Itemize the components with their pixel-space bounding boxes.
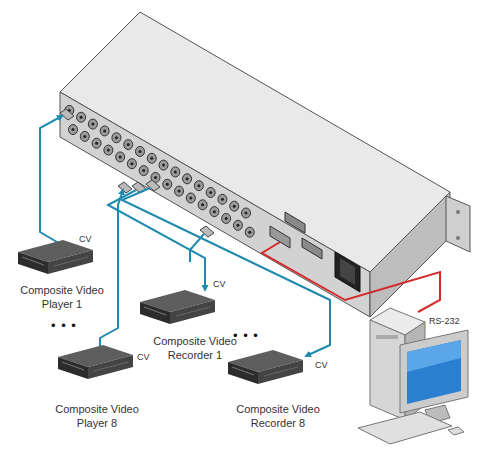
bnc-connector [175,186,184,196]
bnc-pin [178,190,181,193]
bnc-pin [201,203,204,206]
signal-label: CV [136,352,151,363]
bnc-connector [124,140,133,150]
bnc-pin [233,205,236,208]
bnc-pin [107,149,110,152]
device-name: Composite Video Recorder 8 [226,402,330,430]
bnc-pin [103,129,106,132]
bnc-connector [112,133,121,143]
device-caption: Composite Video Player 1 [18,283,106,311]
bnc-pin [130,162,133,165]
bnc-pin [150,157,153,160]
interface-label: RS-232 [428,316,461,327]
bnc-pin [197,184,200,187]
device-name: Composite Video Player 1 [18,283,106,311]
bnc-connector [245,227,254,237]
bnc-connector [222,213,231,223]
signal-label: CV [212,279,227,290]
bnc-pin [225,217,228,220]
bnc-connector [77,112,86,122]
bnc-connector [194,181,203,191]
bnc-pin [115,136,118,139]
bnc-pin [138,150,141,153]
device-caption: Composite Video Recorder 8 [226,402,330,430]
bnc-pin [127,143,130,146]
bnc-pin [154,176,157,179]
bnc-pin [174,170,177,173]
ellipsis: • • • [232,330,260,341]
bnc-connector [92,138,101,148]
signal-label: CV [314,360,329,371]
bnc-pin [236,224,239,227]
bnc-pin [80,116,83,119]
bnc-pin [162,164,165,167]
bnc-pin [221,198,224,201]
bnc-connector [206,187,215,197]
bnc-pin [248,231,251,234]
bnc-connector [230,201,239,211]
bnc-connector [139,166,148,176]
bnc-pin [91,123,94,126]
bnc-pin [186,177,189,180]
ellipsis: • • • [50,320,78,331]
bnc-connector [198,200,207,210]
device-name: Composite Video Player 8 [53,402,141,430]
bnc-pin [209,191,212,194]
bnc-connector [159,160,168,170]
signal-label: CV [78,234,93,245]
bnc-connector [163,179,172,189]
bnc-connector [242,208,251,218]
bnc-pin [245,212,248,215]
bnc-pin [142,169,145,172]
bnc-pin [166,183,169,186]
device-caption: Composite Video Recorder 1 [143,334,247,362]
bnc-connector [233,220,242,230]
bnc-connector [210,207,219,217]
bnc-pin [189,196,192,199]
bnc-connector [183,174,192,184]
bnc-pin [119,155,122,158]
bnc-connector [104,145,113,155]
bnc-connector [80,131,89,141]
bnc-connector [127,159,136,169]
device-name: Composite Video Recorder 1 [143,334,247,362]
bnc-connector [88,119,97,129]
bnc-connector [116,152,125,162]
bnc-connector [218,194,227,204]
bnc-connector [186,193,195,203]
bnc-connector [100,126,109,136]
bnc-pin [95,142,98,145]
bnc-connector [171,167,180,177]
bnc-pin [72,128,75,131]
bnc-pin [83,135,86,138]
bnc-connector [135,146,144,156]
device-caption: Composite Video Player 8 [53,402,141,430]
bnc-pin [213,210,216,213]
bnc-connector [69,125,78,135]
bnc-connector [147,153,156,163]
